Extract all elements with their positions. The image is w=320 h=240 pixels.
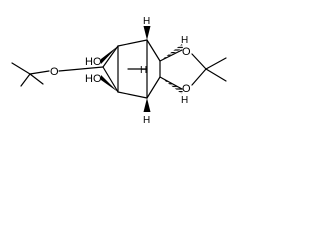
bicyclic-cage [102,39,161,99]
hydrogen-mid-label: H [140,65,147,76]
stereo-bonds [101,26,183,112]
dioxolane-ring [159,49,207,90]
ether-oxygen-label: O [50,66,59,78]
ring-oxygen-top-label: O [182,46,191,58]
molecule-structure: O HO HO H H H H H [11,16,227,126]
hydrogen-top-right-label: H [181,35,188,46]
ring-oxygen-bottom-label: O [182,83,191,95]
hydroxyl-upper-label: HO [85,56,102,68]
gem-dimethyl-group [205,57,227,82]
hydrogen-bottom-right-label: H [181,95,188,106]
tert-butyl-group [11,62,50,87]
ether-o-cage-bond [58,66,104,72]
hydroxyl-lower-label: HO [85,73,102,85]
hydrogen-top-label: H [143,16,150,27]
hydrogen-bottom-label: H [143,115,150,126]
